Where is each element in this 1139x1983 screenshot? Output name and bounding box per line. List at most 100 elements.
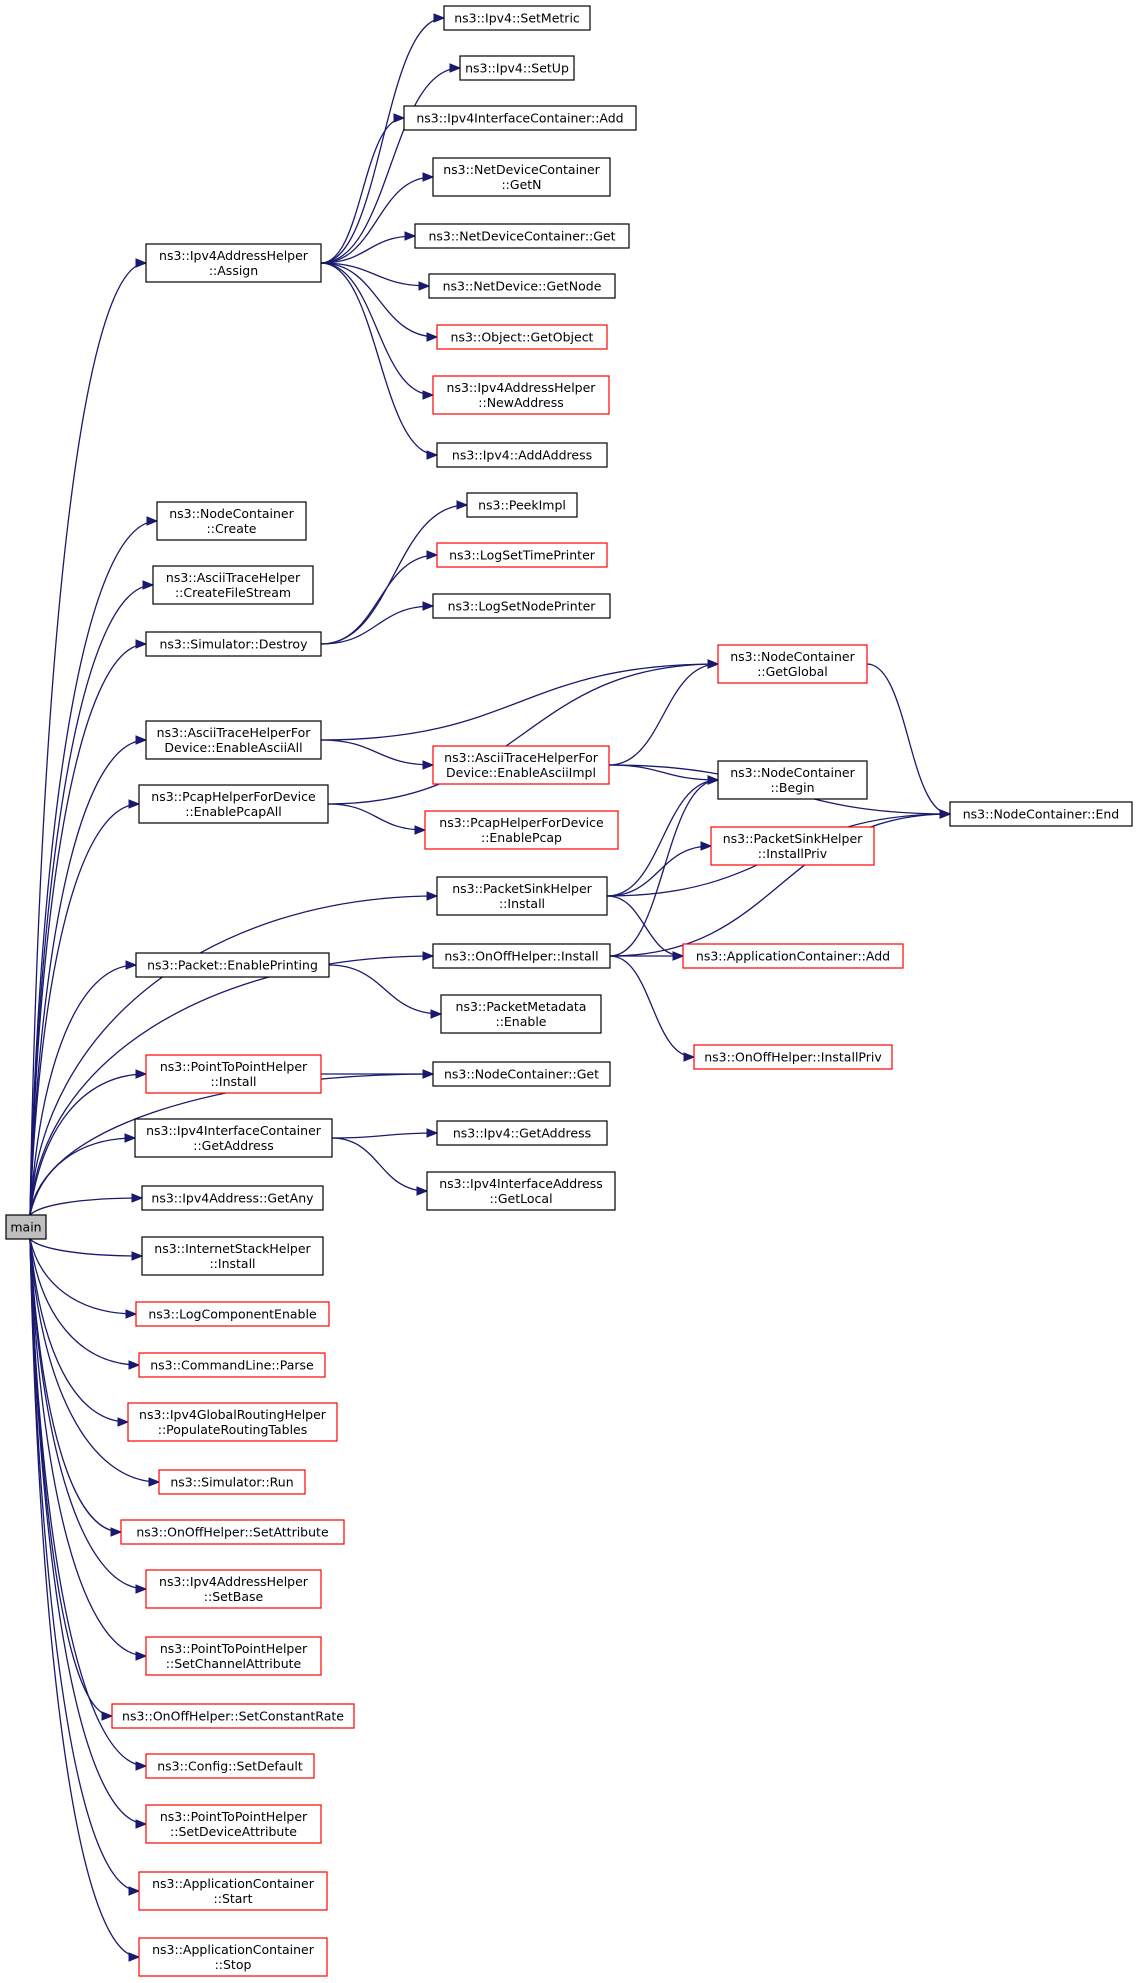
node-box	[432, 745, 610, 785]
node-enablePcap[interactable]: ns3::PcapHelperForDevice::EnablePcap	[424, 810, 619, 850]
node-ooInstall[interactable]: ns3::OnOffHelper::Install	[432, 943, 611, 969]
node-psInstall[interactable]: ns3::PacketSinkHelper::Install	[436, 876, 608, 916]
node-createFileStream[interactable]: ns3::AsciiTraceHelper::CreateFileStream	[152, 565, 314, 605]
node-simDestroy[interactable]: ns3::Simulator::Destroy	[145, 631, 322, 657]
node-ndcGetN[interactable]: ns3::NetDeviceContainer::GetN	[432, 157, 611, 197]
node-configSetDefault[interactable]: ns3::Config::SetDefault	[145, 1753, 315, 1779]
node-label: ns3::OnOffHelper::Install	[444, 949, 598, 964]
edge-arrowhead	[128, 1886, 141, 1896]
node-psInstallPriv[interactable]: ns3::PacketSinkHelper::InstallPriv	[710, 826, 875, 866]
node-addAddress[interactable]: ns3::Ipv4::AddAddress	[436, 442, 608, 468]
node-cmdParse[interactable]: ns3::CommandLine::Parse	[138, 1352, 326, 1378]
node-main[interactable]: main	[5, 1214, 47, 1240]
node-enableAsciiAll[interactable]: ns3::AsciiTraceHelperForDevice::EnableAs…	[145, 720, 322, 760]
node-box	[141, 1185, 324, 1211]
node-label: ::GetAddress	[193, 1138, 273, 1153]
node-label: ::Install	[499, 896, 545, 911]
edge-line	[29, 1073, 147, 1216]
node-logComponentEnable[interactable]: ns3::LogComponentEnable	[135, 1301, 330, 1327]
edge-arrowhead	[393, 113, 406, 123]
node-label: ns3::AsciiTraceHelperFor	[444, 750, 599, 765]
node-newAddress[interactable]: ns3::Ipv4AddressHelper::NewAddress	[432, 375, 610, 415]
node-label: ns3::NodeContainer::End	[963, 807, 1119, 822]
edge-arrowhead	[135, 1819, 148, 1829]
node-label: ns3::ApplicationContainer::Add	[696, 949, 890, 964]
node-acStop[interactable]: ns3::ApplicationContainer::Stop	[138, 1937, 328, 1977]
node-box	[145, 1804, 322, 1844]
edge-arrowhead	[404, 231, 417, 241]
node-setConstantRate[interactable]: ns3::OnOffHelper::SetConstantRate	[111, 1703, 355, 1729]
node-ncCreate[interactable]: ns3::NodeContainer::Create	[156, 501, 307, 541]
node-setChannelAttr[interactable]: ns3::PointToPointHelper::SetChannelAttri…	[145, 1636, 322, 1676]
node-box	[135, 952, 330, 978]
node-label: ::Install	[210, 1074, 256, 1089]
edge-line	[29, 739, 147, 1216]
node-box	[717, 644, 868, 684]
edge-assign-objGetObject	[320, 262, 439, 342]
node-ncBegin[interactable]: ns3::NodeContainer::Begin	[717, 760, 868, 800]
node-setUp[interactable]: ns3::Ipv4::SetUp	[459, 55, 575, 81]
node-setBase[interactable]: ns3::Ipv4AddressHelper::SetBase	[145, 1569, 322, 1609]
node-objGetObject[interactable]: ns3::Object::GetObject	[436, 324, 608, 350]
node-ncGetGlobal[interactable]: ns3::NodeContainer::GetGlobal	[717, 644, 868, 684]
node-ishInstall[interactable]: ns3::InternetStackHelper::Install	[141, 1236, 324, 1276]
node-p2pInstall[interactable]: ns3::PointToPointHelper::Install	[145, 1054, 322, 1094]
node-enableAsciiImpl[interactable]: ns3::AsciiTraceHelperForDevice::EnableAs…	[432, 745, 610, 785]
node-label: ns3::NodeContainer	[730, 649, 855, 664]
edge-line	[320, 262, 438, 456]
node-pmEnable[interactable]: ns3::PacketMetadata::Enable	[440, 994, 602, 1034]
node-ooSetAttribute[interactable]: ns3::OnOffHelper::SetAttribute	[120, 1519, 345, 1545]
edge-arrowhead	[700, 841, 713, 851]
node-assign[interactable]: ns3::Ipv4AddressHelper::Assign	[145, 243, 322, 283]
node-box	[145, 1636, 322, 1676]
edge-main-pktEnablePrinting	[29, 960, 138, 1216]
node-ncEnd[interactable]: ns3::NodeContainer::End	[949, 801, 1133, 827]
node-setDeviceAttr[interactable]: ns3::PointToPointHelper::SetDeviceAttrib…	[145, 1804, 322, 1844]
node-simRun[interactable]: ns3::Simulator::Run	[158, 1469, 306, 1495]
node-populateRouting[interactable]: ns3::Ipv4GlobalRoutingHelper::PopulateRo…	[127, 1402, 338, 1442]
edge-line	[29, 1238, 140, 1892]
node-ndcGet[interactable]: ns3::NetDeviceContainer::Get	[414, 223, 630, 249]
node-enablePcapAll[interactable]: ns3::PcapHelperForDevice::EnablePcapAll	[138, 784, 329, 824]
node-iicGetAddress[interactable]: ns3::Ipv4InterfaceContainer::GetAddress	[134, 1118, 333, 1158]
edge-main-enablePcapAll	[29, 799, 141, 1216]
edge-main-setBase	[29, 1238, 148, 1594]
node-label: ns3::Ipv4::SetUp	[465, 61, 569, 76]
edge-arrowhead	[416, 1186, 429, 1196]
node-ipv4GetAddress[interactable]: ns3::Ipv4::GetAddress	[436, 1120, 608, 1146]
node-ooInstallPriv[interactable]: ns3::OnOffHelper::InstallPriv	[693, 1044, 893, 1070]
edge-arrowhead	[124, 1133, 137, 1143]
node-label: ns3::NodeContainer::Get	[444, 1067, 599, 1082]
node-ncGet[interactable]: ns3::NodeContainer::Get	[432, 1061, 611, 1087]
node-label: ns3::Ipv4Address::GetAny	[151, 1191, 314, 1206]
node-ndGetNode[interactable]: ns3::NetDevice::GetNode	[428, 273, 616, 299]
edge-main-ooSetAttribute	[29, 1238, 123, 1537]
node-acStart[interactable]: ns3::ApplicationContainer::Start	[138, 1871, 328, 1911]
node-logSetTimePrinter[interactable]: ns3::LogSetTimePrinter	[436, 542, 608, 568]
node-iicAdd[interactable]: ns3::Ipv4InterfaceContainer::Add	[403, 105, 637, 131]
node-peekImpl[interactable]: ns3::PeekImpl	[466, 492, 578, 518]
node-getAny[interactable]: ns3::Ipv4Address::GetAny	[141, 1185, 324, 1211]
node-label: ns3::PacketSinkHelper	[452, 881, 592, 896]
edge-assign-addAddress	[320, 262, 439, 460]
node-label: ns3::PointToPointHelper	[160, 1809, 308, 1824]
edge-line	[29, 1238, 143, 1257]
edge-line	[606, 779, 719, 897]
node-box	[443, 5, 591, 31]
edge-line	[320, 262, 434, 396]
node-label: ::EnablePcapAll	[185, 804, 282, 819]
node-acAdd[interactable]: ns3::ApplicationContainer::Add	[682, 943, 904, 969]
edge-arrowhead	[101, 1711, 114, 1721]
node-box	[111, 1703, 355, 1729]
edge-arrowhead	[683, 1052, 696, 1062]
edge-main-acStart	[29, 1238, 141, 1896]
node-box	[138, 1352, 326, 1378]
node-iaGetLocal[interactable]: ns3::Ipv4InterfaceAddress::GetLocal	[426, 1171, 616, 1211]
edge-assign-newAddress	[320, 262, 435, 400]
node-label: ::SetDeviceAttribute	[170, 1824, 297, 1839]
node-setMetric[interactable]: ns3::Ipv4::SetMetric	[443, 5, 591, 31]
node-pktEnablePrinting[interactable]: ns3::Packet::EnablePrinting	[135, 952, 330, 978]
edge-line	[606, 845, 712, 897]
edge-line	[29, 1238, 147, 1590]
node-logSetNodePrinter[interactable]: ns3::LogSetNodePrinter	[432, 593, 611, 619]
